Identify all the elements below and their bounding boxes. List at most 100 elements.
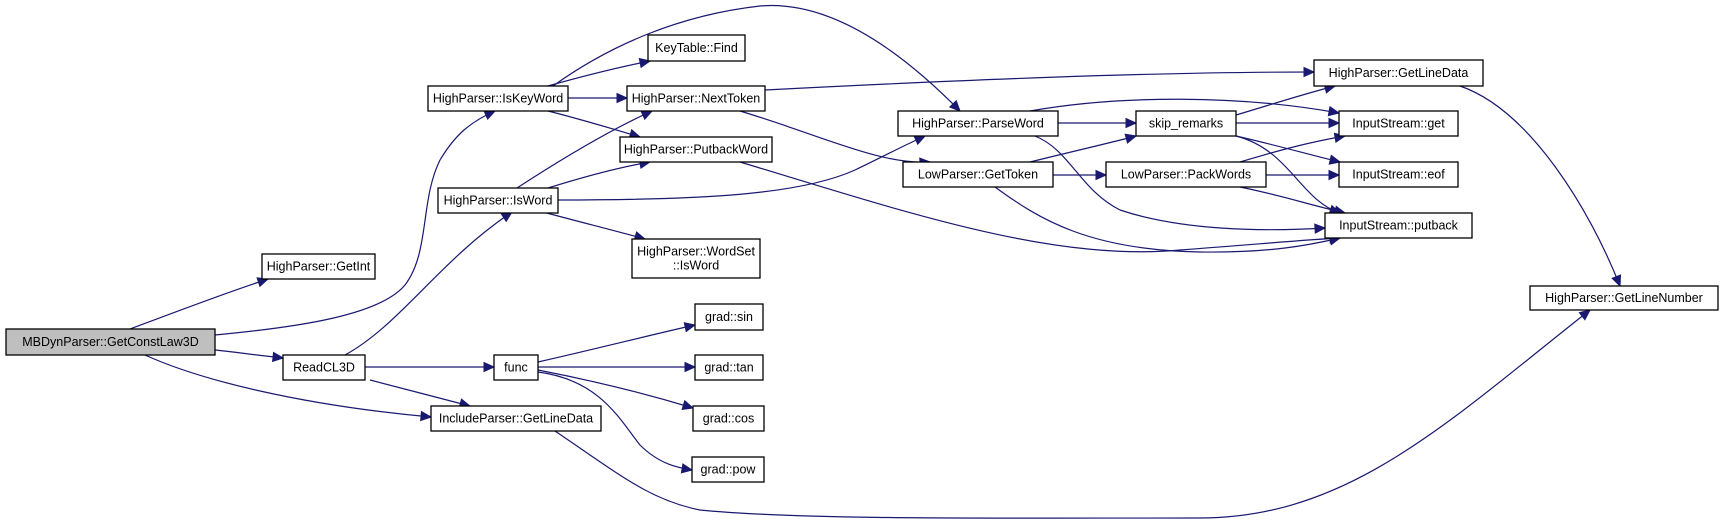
edge-line bbox=[764, 71, 1315, 91]
edge-func-to-grad_sin bbox=[537, 322, 697, 363]
node-box[interactable] bbox=[619, 136, 773, 163]
node-nexttoken[interactable]: HighParser::NextToken bbox=[626, 85, 766, 112]
edge-line bbox=[552, 4, 961, 112]
node-high_getlinedata[interactable]: HighParser::GetLineData bbox=[1313, 59, 1484, 87]
arrowhead-icon bbox=[1327, 105, 1341, 117]
node-label: func bbox=[504, 361, 528, 375]
arrowhead-icon bbox=[1328, 154, 1342, 165]
node-grad_pow[interactable]: grad::pow bbox=[691, 456, 765, 483]
node-box[interactable] bbox=[1338, 161, 1459, 188]
node-is_get[interactable]: InputStream::get bbox=[1338, 110, 1459, 137]
node-box[interactable] bbox=[437, 187, 559, 214]
node-isword[interactable]: HighParser::IsWord bbox=[437, 187, 559, 214]
arrowhead-icon bbox=[1578, 309, 1591, 321]
node-box[interactable] bbox=[1338, 110, 1459, 137]
edge-iskeyword-to-putbackword bbox=[547, 110, 642, 140]
arrowhead-icon bbox=[638, 57, 652, 69]
edge-line bbox=[516, 110, 653, 189]
node-iskeyword[interactable]: HighParser::IsKeyWord bbox=[427, 85, 569, 112]
node-label: InputStream::eof bbox=[1352, 168, 1445, 182]
node-box[interactable] bbox=[647, 34, 746, 62]
node-label: HighParser::IsKeyWord bbox=[433, 92, 563, 106]
edge-func-to-grad_cos bbox=[537, 369, 695, 411]
node-box[interactable] bbox=[1105, 161, 1267, 188]
node-keytable_find[interactable]: KeyTable::Find bbox=[647, 34, 746, 62]
edge-line bbox=[554, 309, 1591, 519]
node-box[interactable] bbox=[430, 405, 602, 432]
node-packwords[interactable]: LowParser::PackWords bbox=[1105, 161, 1267, 188]
node-gettoken[interactable]: LowParser::GetToken bbox=[902, 161, 1054, 188]
edge-root-to-getint bbox=[129, 277, 270, 330]
edge-line bbox=[1029, 135, 1137, 163]
node-getlinenumber[interactable]: HighParser::GetLineNumber bbox=[1529, 285, 1719, 311]
node-func[interactable]: func bbox=[493, 354, 539, 381]
node-is_eof[interactable]: InputStream::eof bbox=[1338, 161, 1459, 188]
edge-gettoken-to-skip_remarks bbox=[1029, 133, 1138, 163]
node-box[interactable] bbox=[626, 85, 766, 112]
node-label: IncludeParser::GetLineData bbox=[439, 412, 593, 426]
node-box[interactable] bbox=[694, 354, 764, 381]
arrowhead-icon bbox=[1314, 223, 1327, 234]
arrowhead-icon bbox=[483, 110, 497, 121]
edge-parseword-to-skip_remarks bbox=[1058, 117, 1138, 129]
edge-line bbox=[547, 161, 651, 189]
edge-packwords-to-is_eof bbox=[1266, 169, 1341, 181]
node-root[interactable]: MBDynParser::GetConstLaw3D bbox=[5, 328, 216, 356]
arrowhead-icon bbox=[1328, 117, 1341, 129]
node-label: grad::sin bbox=[705, 310, 753, 324]
edge-line bbox=[369, 379, 471, 407]
node-box[interactable] bbox=[902, 161, 1054, 188]
node-wordset_isword[interactable]: HighParser::WordSet::IsWord bbox=[631, 238, 761, 279]
edge-func-to-grad_pow bbox=[537, 371, 694, 474]
edge-include_getlinedata-to-getlinenumber bbox=[554, 309, 1591, 519]
node-box[interactable] bbox=[1529, 285, 1719, 311]
arrowhead-icon bbox=[1095, 169, 1108, 181]
node-putbackword[interactable]: HighParser::PutbackWord bbox=[619, 136, 773, 163]
node-box[interactable] bbox=[691, 456, 765, 483]
node-box[interactable] bbox=[897, 110, 1059, 137]
node-box[interactable] bbox=[1135, 110, 1237, 137]
edge-iskeyword-to-parseword bbox=[552, 4, 961, 112]
node-box[interactable] bbox=[261, 253, 376, 280]
node-box[interactable] bbox=[1313, 59, 1484, 87]
node-is_putback[interactable]: InputStream::putback bbox=[1324, 212, 1473, 239]
arrowhead-icon bbox=[1328, 169, 1341, 181]
node-box[interactable] bbox=[427, 85, 569, 112]
node-label: grad::tan bbox=[704, 361, 753, 375]
arrowhead-icon bbox=[271, 351, 285, 363]
node-box[interactable] bbox=[5, 328, 216, 356]
node-box[interactable] bbox=[694, 303, 764, 331]
node-label: HighParser::PutbackWord bbox=[624, 143, 768, 157]
node-box[interactable] bbox=[692, 405, 765, 432]
node-box[interactable] bbox=[1324, 212, 1473, 239]
node-getint[interactable]: HighParser::GetInt bbox=[261, 253, 376, 280]
edge-skip_remarks-to-is_eof bbox=[1235, 135, 1342, 165]
node-label: InputStream::putback bbox=[1339, 219, 1459, 233]
arrowhead-icon bbox=[1611, 274, 1622, 288]
node-skip_remarks[interactable]: skip_remarks bbox=[1135, 110, 1237, 137]
node-grad_cos[interactable]: grad::cos bbox=[692, 405, 765, 432]
node-include_getlinedata[interactable]: IncludeParser::GetLineData bbox=[430, 405, 602, 432]
node-box[interactable] bbox=[493, 354, 539, 381]
node-box[interactable] bbox=[282, 354, 366, 381]
node-grad_tan[interactable]: grad::tan bbox=[694, 354, 764, 381]
arrowhead-icon bbox=[684, 361, 697, 373]
node-box[interactable] bbox=[631, 238, 761, 279]
edge-line bbox=[537, 369, 694, 409]
arrowhead-icon bbox=[420, 410, 433, 422]
arrowhead-icon bbox=[1124, 133, 1138, 144]
edge-iskeyword-to-nexttoken bbox=[568, 92, 629, 104]
node-readcl3d[interactable]: ReadCL3D bbox=[282, 354, 366, 381]
edge-line bbox=[144, 354, 432, 418]
arrowhead-icon bbox=[616, 92, 629, 104]
node-parseword[interactable]: HighParser::ParseWord bbox=[897, 110, 1059, 137]
node-label: InputStream::get bbox=[1352, 117, 1445, 131]
node-grad_sin[interactable]: grad::sin bbox=[694, 303, 764, 331]
edge-nexttoken-to-high_getlinedata bbox=[764, 66, 1316, 91]
edge-line bbox=[537, 324, 696, 363]
edge-high_getlinedata-to-getlinenumber bbox=[1459, 85, 1622, 288]
arrowhead-icon bbox=[1125, 117, 1138, 129]
edge-gettoken-to-is_putback bbox=[994, 186, 1342, 253]
edge-readcl3d-to-func bbox=[365, 361, 496, 373]
